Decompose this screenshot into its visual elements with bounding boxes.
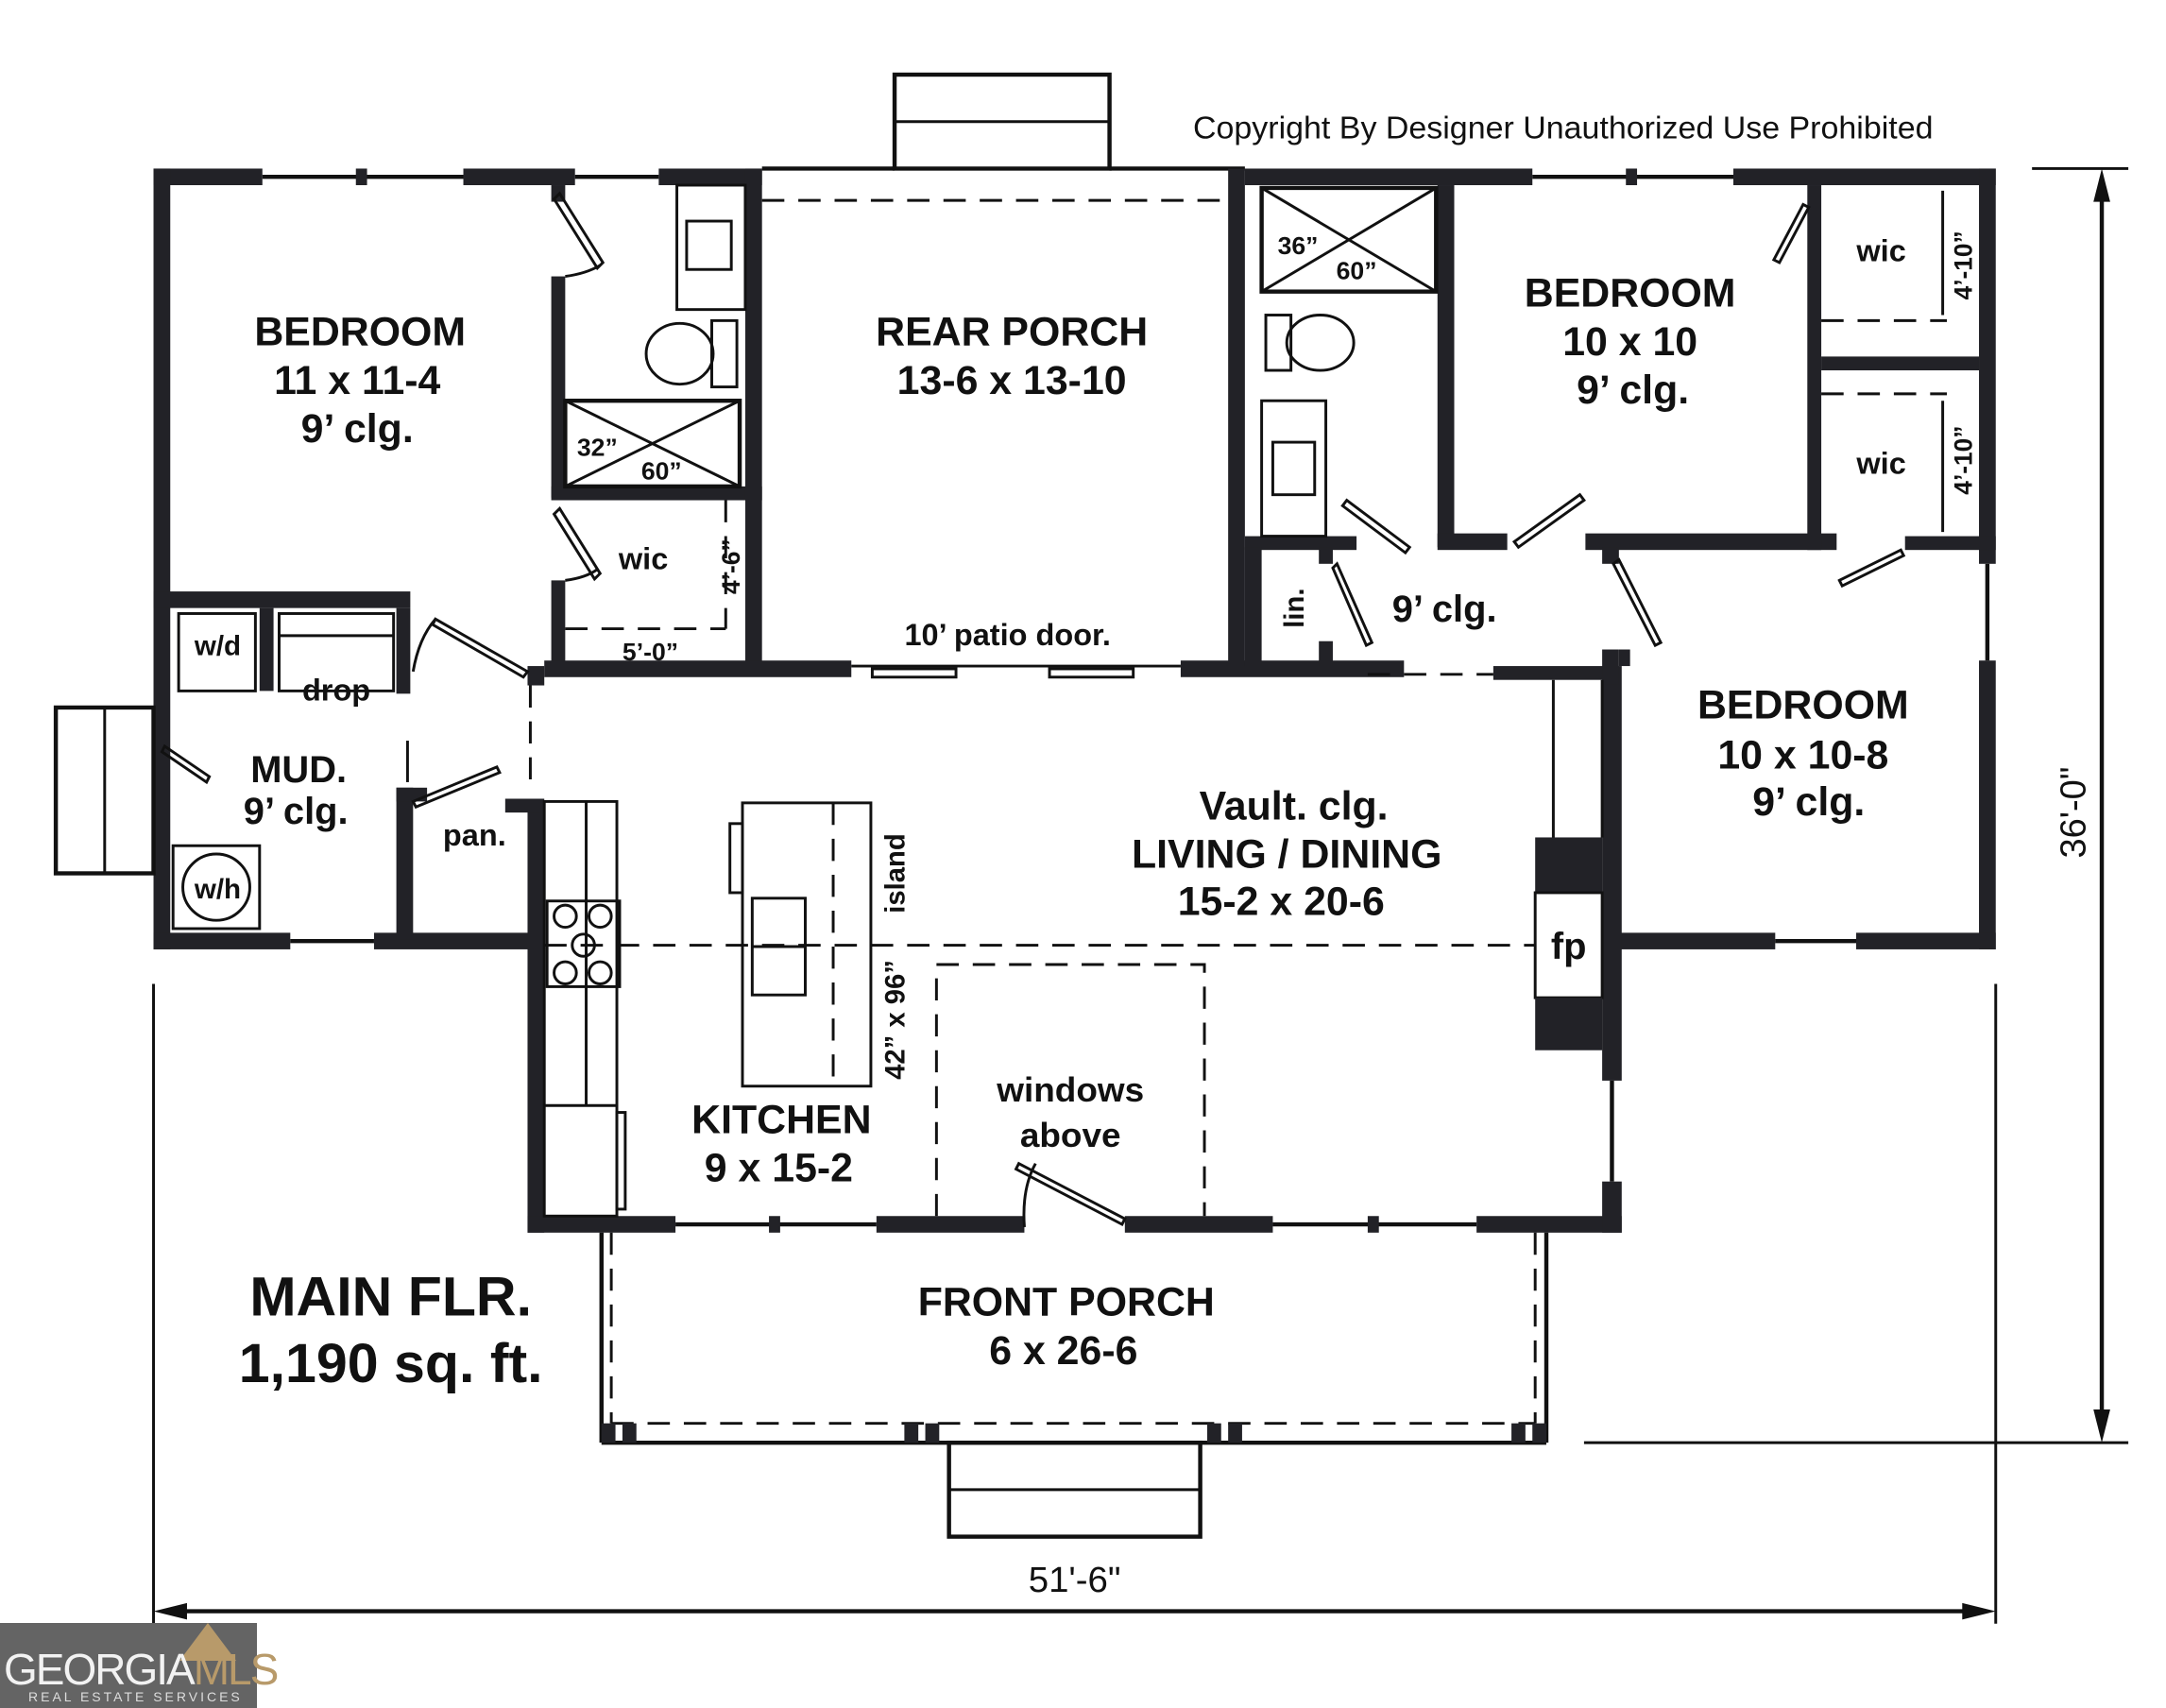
room-bedroom-3: BEDROOM 10 x 10-8 9’ clg. — [1697, 683, 1909, 825]
room-name: MUD. — [250, 749, 347, 791]
linen-label: lin. — [1279, 589, 1310, 628]
room-size: 9 x 15-2 — [705, 1146, 853, 1191]
wic-label-3: wic — [1855, 447, 1905, 481]
hall-ceiling: 9’ clg. — [1392, 589, 1497, 630]
island-size-label: 42” x 96” — [879, 960, 911, 1080]
room-ceiling: 9’ clg. — [301, 406, 414, 452]
room-front-porch: FRONT PORCH 6 x 26-6 — [918, 1280, 1215, 1374]
room-ceiling: Vault. clg. — [1200, 784, 1389, 829]
windows-above-label-1: windows — [996, 1070, 1144, 1109]
interior-walls — [153, 168, 1996, 940]
logo-brand-accent: MLS — [193, 1645, 280, 1694]
wic-label-1: wic — [618, 542, 668, 576]
copyright-notice: Copyright By Designer Unauthorized Use P… — [1193, 110, 1933, 145]
room-ceiling: 9’ clg. — [1752, 779, 1865, 825]
overall-depth-dimension: 36'-0" — [2053, 767, 2093, 859]
water-heater-label: w/h — [194, 874, 241, 905]
overall-width-dimension: 51'-6" — [1029, 1560, 1121, 1600]
roof-icon — [179, 1623, 236, 1661]
room-ceiling: 9’ clg. — [1577, 367, 1689, 413]
room-name: FRONT PORCH — [918, 1280, 1215, 1325]
room-mudroom: MUD. 9’ clg. — [244, 749, 349, 832]
pantry-label: pan. — [443, 818, 506, 852]
fixtures — [53, 183, 1948, 1539]
logo-brand: GEORGIAMLS — [4, 1644, 280, 1695]
room-living-dining: Vault. clg. LIVING / DINING 15-2 x 20-6 — [1132, 784, 1441, 925]
patio-door-label: 10’ patio door. — [904, 618, 1110, 652]
room-rear-porch: REAR PORCH 13-6 x 13-10 — [876, 310, 1148, 403]
logo-tagline: REAL ESTATE SERVICES — [28, 1689, 243, 1704]
georgia-mls-logo: GEORGIAMLS REAL ESTATE SERVICES — [0, 1623, 279, 1708]
shower2-length: 60” — [1337, 257, 1377, 285]
room-size: 10 x 10-8 — [1717, 732, 1888, 777]
logo-brand-main: GEORGIA — [4, 1645, 196, 1694]
windows-above-label-2: above — [1020, 1116, 1121, 1154]
room-size: 10 x 10 — [1562, 319, 1697, 365]
wic1-depth: 4’-6” — [717, 538, 745, 594]
washer-dryer-label: w/d — [194, 630, 241, 661]
room-size: 11 x 11-4 — [274, 358, 441, 403]
wic3-depth: 4’-10” — [1950, 426, 1978, 495]
room-size: 6 x 26-6 — [989, 1328, 1137, 1374]
wic-label-2: wic — [1855, 234, 1905, 268]
room-name: BEDROOM — [1697, 683, 1909, 728]
fireplace-label: fp — [1551, 926, 1587, 967]
island-label: island — [879, 833, 911, 914]
dimension-lines — [152, 166, 2129, 1624]
room-bedroom-2: BEDROOM 10 x 10 9’ clg. — [1525, 271, 1736, 413]
wic2-depth: 4’-10” — [1950, 231, 1978, 299]
drop-zone-label: drop — [302, 674, 370, 708]
room-name: REAR PORCH — [876, 310, 1148, 355]
exterior-walls — [153, 166, 1996, 1233]
shower2-width: 36” — [1278, 231, 1319, 260]
floor-area: 1,190 sq. ft. — [239, 1333, 543, 1394]
wic1-width: 5’-0” — [623, 638, 678, 666]
room-bedroom-1: BEDROOM 11 x 11-4 9’ clg. — [254, 310, 466, 452]
doors — [160, 191, 1906, 1228]
room-name: KITCHEN — [691, 1098, 871, 1143]
room-kitchen: KITCHEN 9 x 15-2 — [691, 1098, 871, 1191]
shower1-length: 60” — [641, 457, 682, 486]
shower1-width: 32” — [577, 434, 618, 462]
floor-title: MAIN FLR. — [249, 1267, 532, 1328]
room-ceiling: 9’ clg. — [244, 791, 349, 832]
room-size: 15-2 x 20-6 — [1178, 880, 1385, 925]
room-name: BEDROOM — [254, 310, 466, 355]
room-name: BEDROOM — [1525, 271, 1736, 316]
room-size: 13-6 x 13-10 — [897, 358, 1127, 403]
room-name: LIVING / DINING — [1132, 832, 1441, 878]
